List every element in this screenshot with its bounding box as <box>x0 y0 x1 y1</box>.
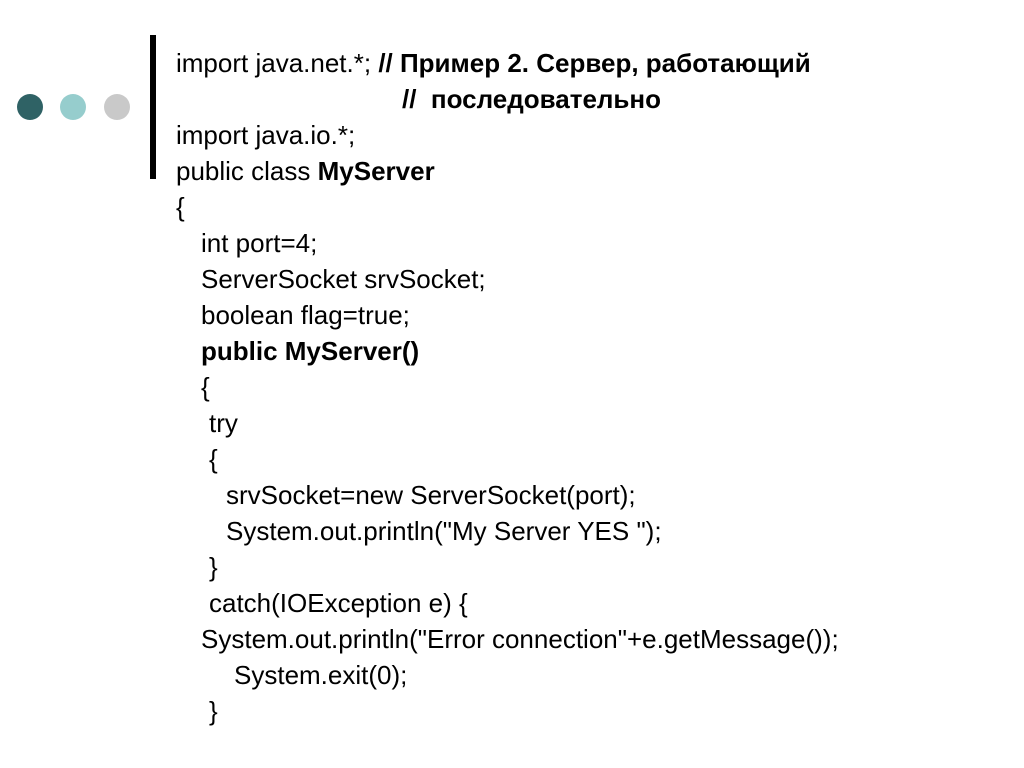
code-line-1: import java.net.*; // Пример 2. Сервер, … <box>176 45 839 81</box>
code-line-18: System.exit(0); <box>234 660 408 690</box>
code-line-8: boolean flag=true; <box>201 300 410 330</box>
code-line-10: { <box>201 372 210 402</box>
code-line-11: try <box>209 408 238 438</box>
example-title-comment: // Пример 2. Сервер, работающий <box>378 48 811 78</box>
code-line-7: ServerSocket srvSocket; <box>201 264 486 294</box>
code-listing: import java.net.*; // Пример 2. Сервер, … <box>176 45 839 729</box>
code-line-14: System.out.println("My Server YES "); <box>226 516 662 546</box>
code-line-13: srvSocket=new ServerSocket(port); <box>226 480 636 510</box>
code-line-3: import java.io.*; <box>176 120 356 150</box>
dark-teal-dot-icon <box>17 94 43 120</box>
gray-dot-icon <box>104 94 130 120</box>
class-name: MyServer <box>317 156 435 186</box>
code-line-2-comment: // последовательно <box>402 84 661 114</box>
code-line-17: System.out.println("Error connection"+e.… <box>201 624 839 654</box>
code-line-4: public class MyServer <box>176 153 839 189</box>
code-line-19: } <box>209 696 218 726</box>
vertical-accent-bar <box>150 35 156 179</box>
code-line-6: int port=4; <box>201 228 318 258</box>
code-line-15: } <box>209 552 218 582</box>
import-net-statement: import java.net.*; <box>176 48 379 78</box>
code-line-5: { <box>176 192 185 222</box>
class-keyword: public class <box>176 156 318 186</box>
light-teal-dot-icon <box>60 94 86 120</box>
code-line-12: { <box>209 444 218 474</box>
code-line-9-constructor: public MyServer() <box>201 336 420 366</box>
code-line-16: catch(IOException e) { <box>209 588 468 618</box>
